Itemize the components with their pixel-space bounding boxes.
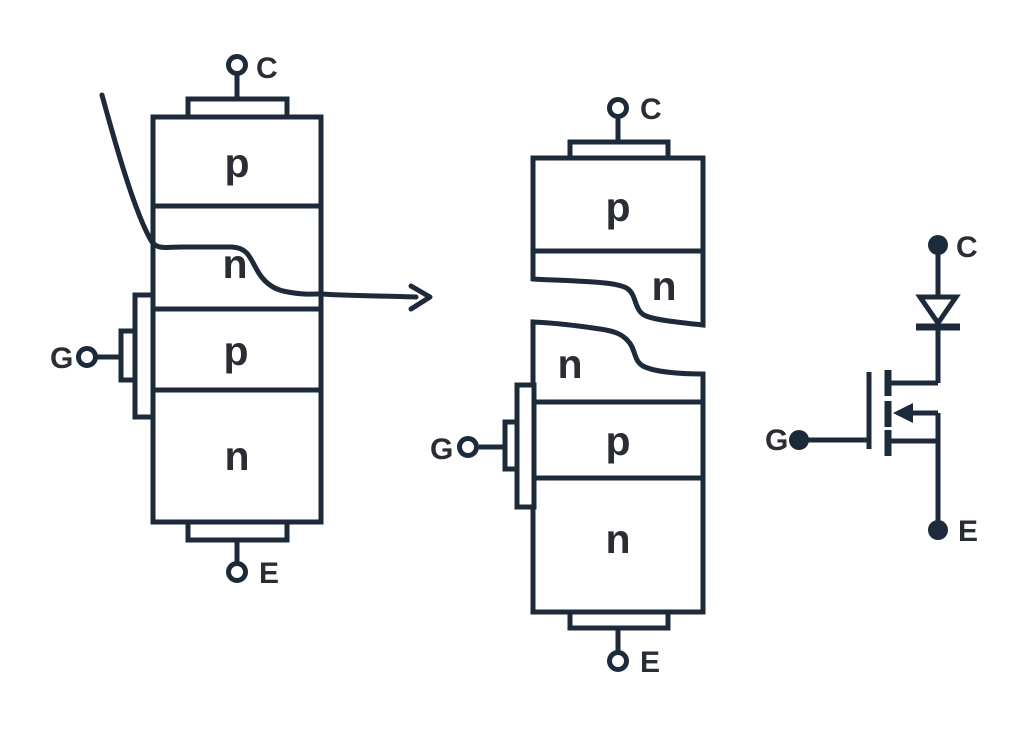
emitter-node-icon <box>928 520 948 540</box>
gate-oxide <box>514 382 537 510</box>
arrow-head-icon <box>408 283 433 312</box>
igbt-symbol: C G E <box>765 231 978 548</box>
gate-oxide <box>132 292 156 420</box>
gate-label: G <box>50 342 73 375</box>
layer-label-n-bottom: n <box>605 516 630 562</box>
layer-label-p-body: p <box>605 418 630 464</box>
bottom-contact <box>567 609 671 631</box>
collector-node-icon <box>928 235 948 255</box>
gate-node-icon <box>789 430 809 450</box>
layer-label-n-bottom: n <box>224 433 249 479</box>
layer-label-p-top: p <box>605 184 630 230</box>
structure-middle: C p n n p n G E <box>430 93 706 679</box>
gate-label: G <box>765 424 788 457</box>
bottom-contact <box>185 519 290 543</box>
top-contact <box>185 96 290 120</box>
transform-arrow <box>99 92 433 312</box>
gate-contact <box>502 419 520 472</box>
layer-label-n-torn-upper: n <box>651 263 676 309</box>
emitter-label: E <box>640 646 660 679</box>
emitter-terminal-icon <box>226 561 248 583</box>
collector-label: C <box>256 52 278 85</box>
layer-label-p-top: p <box>224 140 249 186</box>
gate-contact <box>118 328 138 383</box>
emitter-terminal-icon <box>607 650 629 672</box>
emitter-label: E <box>259 557 279 590</box>
collector-terminal-icon <box>607 97 629 119</box>
emitter-label: E <box>958 515 978 548</box>
gate-terminal-icon <box>76 346 98 368</box>
stack-lower-piece <box>530 319 706 615</box>
collector-label: C <box>956 231 978 264</box>
collector-terminal-icon <box>226 54 248 76</box>
diode-icon <box>915 294 961 328</box>
gate-label: G <box>430 433 453 466</box>
collector-label: C <box>640 93 662 126</box>
structure-left: C p n p n G E <box>50 52 324 590</box>
layer-label-n-torn-lower: n <box>557 341 582 387</box>
callout-curve <box>99 92 419 300</box>
body-arrow-icon <box>893 403 913 423</box>
layer-label-p-body: p <box>223 328 248 374</box>
gate-terminal-icon <box>457 436 479 458</box>
stack-body <box>150 114 324 525</box>
stack-upper-piece <box>530 155 706 328</box>
